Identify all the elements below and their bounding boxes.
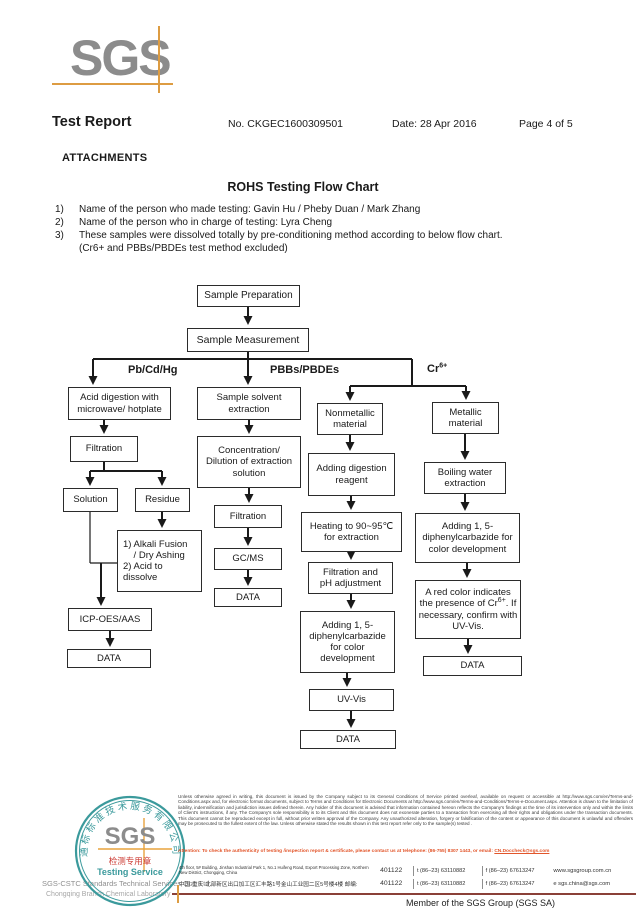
postcode-cn: 401122 bbox=[380, 880, 403, 887]
flow-chart-title: ROHS Testing Flow Chart bbox=[227, 180, 379, 194]
website: www.sgsgroup.com.cn bbox=[553, 867, 612, 874]
flow-node-data-2: DATA bbox=[214, 588, 282, 607]
flow-node-filtration-1: Filtration bbox=[70, 436, 138, 462]
telephone-cn-row: t (86–23) 63110882 bbox=[416, 880, 466, 887]
address-row-cn: 中国·重庆·北部新区出口加工区汇丰路1号金山工业园二区5号楼4楼 邮编: 401… bbox=[176, 877, 634, 890]
notes-list: 1) Name of the person who made testing: … bbox=[55, 203, 600, 255]
report-date: Date: 28 Apr 2016 bbox=[392, 118, 477, 130]
report-title: Test Report bbox=[52, 114, 132, 130]
note-item-3-text: These samples were dissolved totally by … bbox=[79, 230, 503, 254]
flow-node-sample-measurement: Sample Measurement bbox=[187, 328, 309, 352]
attachments-heading: ATTACHMENTS bbox=[62, 152, 148, 164]
company-lab-line: Chongqing Branch Chemical Laboratory bbox=[46, 891, 171, 898]
terms-disclaimer: Unless otherwise agreed in writing, this… bbox=[178, 794, 633, 827]
postcode-en: 401122 bbox=[380, 867, 403, 874]
flow-node-adding-digestion-reagent: Adding digestion reagent bbox=[308, 453, 395, 496]
flow-node-residue: Residue bbox=[135, 488, 190, 512]
flow-node-red-color-indicator: A red color indicates the presence of Cr… bbox=[415, 580, 521, 639]
note-item-3: 3) These samples were dissolved totally … bbox=[55, 229, 600, 255]
flow-node-solution: Solution bbox=[63, 488, 118, 512]
telephone: t (86–23) 63110882 bbox=[416, 867, 466, 874]
flow-node-icp-oes-aas: ICP-OES/AAS bbox=[68, 608, 152, 631]
flow-node-nonmetallic-material: Nonmetallic material bbox=[317, 403, 383, 435]
flow-node-filtration-ph-adjustment: Filtration and pH adjustment bbox=[308, 562, 393, 594]
footer-rule bbox=[172, 893, 636, 895]
branch-label-pb-cd-hg: Pb/Cd/Hg bbox=[128, 364, 178, 376]
flow-node-gc-ms: GC/MS bbox=[214, 548, 282, 570]
report-number: No. CKGEC1600309501 bbox=[228, 118, 343, 130]
flow-node-filtration-2: Filtration bbox=[214, 505, 282, 528]
stamp-sgs-text: SGS bbox=[105, 823, 156, 850]
authenticity-attention: Attention: To check the authenticity of … bbox=[178, 849, 550, 854]
doccheck-email: CN.Doccheck@sgs.com bbox=[494, 849, 550, 854]
stamp-testing-service-text: Testing Service bbox=[97, 867, 163, 877]
flow-node-data-1: DATA bbox=[67, 649, 151, 668]
flow-node-metallic-material: Metallic material bbox=[432, 402, 499, 434]
stamp-red-text: 检测专用章 bbox=[109, 856, 152, 866]
fax: f (86–23) 67613247 bbox=[485, 867, 535, 874]
flow-node-adding-diphenylcarbazide-2: Adding 1, 5- diphenylcarbazide for color… bbox=[415, 513, 520, 563]
note-item-2: 2) Name of the person who in charge of t… bbox=[55, 217, 333, 228]
testing-service-stamp: 通标标准技术服务有限公司 SGS 检测专用章 Testing Service bbox=[74, 795, 186, 907]
sgs-member-line: Member of the SGS Group (SGS SA) bbox=[406, 898, 556, 908]
flow-node-adding-diphenylcarbazide-1: Adding 1, 5- diphenylcarbazide for color… bbox=[300, 611, 395, 673]
company-name-line: SGS-CSTC Standards Technical Services Co… bbox=[42, 879, 212, 888]
flow-node-data-3: DATA bbox=[300, 730, 396, 749]
footer-crop-mark bbox=[177, 885, 179, 903]
flow-node-alkali-fusion: 1) Alkali Fusion / Dry Ashing 2) Acid to… bbox=[117, 530, 202, 592]
address-chinese: 中国·重庆·北部新区出口加工区汇丰路1号金山工业园二区5号楼4楼 邮编: bbox=[179, 881, 358, 888]
flow-node-concentration-dilution: Concentration/ Dilution of extraction so… bbox=[197, 436, 301, 488]
flow-node-sample-preparation: Sample Preparation bbox=[197, 285, 300, 307]
flow-node-data-4: DATA bbox=[423, 656, 522, 676]
flow-node-acid-digestion: Acid digestion with microwave/ hotplate bbox=[68, 387, 171, 420]
logo-crop-mark-horizontal bbox=[52, 83, 173, 85]
note-item-1: 1) Name of the person who made testing: … bbox=[55, 204, 421, 215]
address-english: 4th floor, 5# Building, Jinshan Industri… bbox=[179, 864, 369, 875]
flow-node-heating-extraction: Heating to 90~95℃ for extraction bbox=[301, 512, 402, 552]
address-row-en: 4th floor, 5# Building, Jinshan Industri… bbox=[176, 864, 634, 877]
logo-crop-mark-vertical bbox=[158, 26, 160, 93]
fax-cn-row: f (86–23) 67613247 bbox=[485, 880, 535, 887]
branch-label-cr6: Cr6+ bbox=[427, 362, 448, 375]
email-contact: e sgs.china@sgs.com bbox=[553, 880, 611, 887]
sgs-logo: SGS bbox=[70, 30, 172, 86]
page-indicator: Page 4 of 5 bbox=[519, 118, 573, 130]
address-block: 4th floor, 5# Building, Jinshan Industri… bbox=[176, 864, 634, 890]
flow-node-sample-solvent-extraction: Sample solvent extraction bbox=[197, 387, 301, 420]
branch-label-pbbs-pbdes: PBBs/PBDEs bbox=[270, 364, 340, 376]
flow-node-uv-vis: UV-Vis bbox=[309, 689, 394, 711]
flow-node-boiling-water-extraction: Boiling water extraction bbox=[424, 462, 506, 494]
